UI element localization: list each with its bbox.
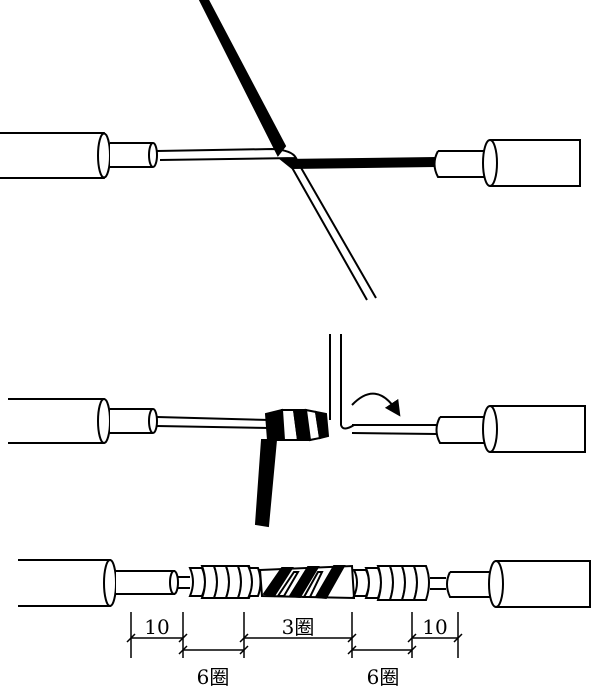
white-conductor-down-1 — [289, 163, 377, 301]
dim-middle-3-turns: 3圈 — [282, 615, 315, 639]
right-insulation-2 — [435, 416, 491, 444]
left-cable-jacket-2 — [8, 398, 110, 444]
left-conductor-3 — [178, 576, 190, 589]
right-conductor-2 — [351, 424, 438, 435]
dim-left-6-turns: 6圈 — [197, 665, 230, 689]
right-coils — [352, 565, 430, 601]
wrap-coils-2 — [264, 408, 330, 442]
right-cable-end-2 — [482, 405, 498, 453]
left-cable-jacket-3 — [18, 559, 116, 607]
step-1-crossing — [0, 0, 581, 301]
middle-twist — [258, 564, 356, 600]
left-insulation-end-1 — [148, 142, 158, 168]
bend-arrow — [351, 392, 401, 417]
left-conductor-1 — [156, 147, 298, 161]
right-insulation-3 — [446, 571, 497, 598]
right-cable-jacket-3 — [496, 560, 591, 608]
step-2-wrapping — [8, 334, 586, 528]
left-cable-end-3 — [103, 559, 117, 607]
left-cable-jacket-1 — [0, 132, 110, 179]
right-cable-jacket-1 — [490, 139, 581, 187]
white-conductor-up-2 — [329, 334, 355, 430]
left-insulation-end-2 — [148, 408, 158, 434]
left-cable-end-2 — [97, 398, 111, 444]
left-insulation-3 — [116, 570, 175, 595]
dim-right-10: 10 — [422, 615, 447, 639]
right-insulation-1 — [433, 150, 491, 178]
right-conductor-3 — [430, 577, 446, 590]
left-insulation-end-3 — [169, 570, 179, 595]
black-conductor-up-1 — [198, 0, 287, 157]
right-cable-end-1 — [482, 139, 498, 187]
right-cable-end-3 — [488, 560, 504, 608]
left-coils — [188, 565, 262, 599]
step-3-completed — [18, 559, 591, 608]
dim-right-6-turns: 6圈 — [367, 665, 400, 689]
black-conductor-right-1 — [279, 156, 436, 170]
left-cable-end-1 — [97, 132, 111, 179]
right-cable-jacket-2 — [490, 405, 586, 453]
black-conductor-down-2 — [254, 439, 278, 528]
dimension-lines — [126, 612, 463, 658]
dim-left-10: 10 — [144, 615, 169, 639]
left-conductor-2 — [156, 416, 271, 429]
